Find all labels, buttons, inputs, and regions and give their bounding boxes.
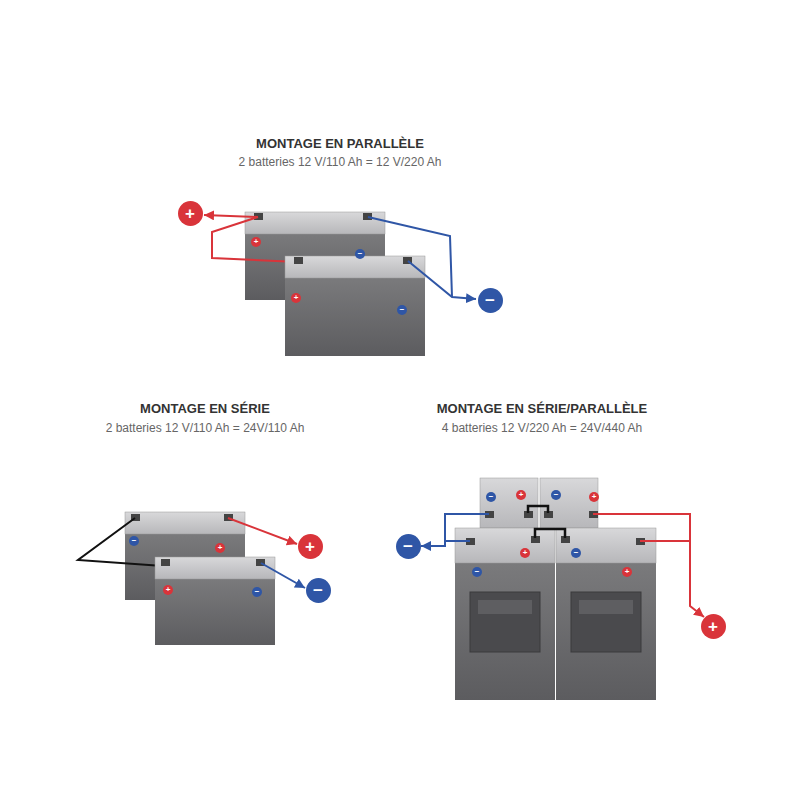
terminal-circle: + <box>178 201 203 226</box>
terminal-mark: − <box>472 567 482 577</box>
terminal-mark: − <box>571 548 581 558</box>
battery <box>480 478 598 528</box>
terminal-sign: − <box>313 582 323 599</box>
terminal-mark: − <box>355 249 365 259</box>
section-heading: MONTAGE EN SÉRIE/PARALLÈLE <box>437 401 647 416</box>
terminal-sign: + <box>708 618 718 635</box>
terminal-sign: − <box>485 292 495 309</box>
terminal-circle: + <box>701 614 726 639</box>
battery <box>155 557 275 645</box>
terminal-sign: − <box>403 538 413 555</box>
terminal-mark: − <box>551 490 561 500</box>
terminal-mark: + <box>520 548 530 558</box>
terminal-mark: − <box>129 536 139 546</box>
terminal-circle: − <box>478 288 503 313</box>
terminal-mark: + <box>215 543 225 553</box>
terminal-mark: + <box>251 237 261 247</box>
terminal-mark: + <box>589 492 599 502</box>
section-heading: MONTAGE EN SÉRIE <box>140 401 270 416</box>
terminal-mark: + <box>163 585 173 595</box>
section-heading: MONTAGE EN PARALLÈLE <box>256 136 424 151</box>
terminal-mark: − <box>252 587 262 597</box>
section-subtitle: 2 batteries 12 V/110 Ah = 12 V/220 Ah <box>239 155 442 169</box>
terminal-mark: + <box>622 567 632 577</box>
battery <box>285 256 425 356</box>
battery <box>455 528 656 700</box>
terminal-mark: + <box>516 490 526 500</box>
terminal-sign: + <box>185 205 195 222</box>
terminal-circle: + <box>298 534 323 559</box>
section-subtitle: 2 batteries 12 V/110 Ah = 24V/110 Ah <box>106 421 305 435</box>
terminal-sign: + <box>305 538 315 555</box>
terminal-mark: − <box>486 492 496 502</box>
terminal-circle: − <box>396 534 421 559</box>
terminal-mark: − <box>397 305 407 315</box>
terminal-mark: + <box>291 293 301 303</box>
section-subtitle: 4 batteries 12 V/220 Ah = 24V/440 Ah <box>442 421 643 435</box>
terminal-circle: − <box>306 578 331 603</box>
